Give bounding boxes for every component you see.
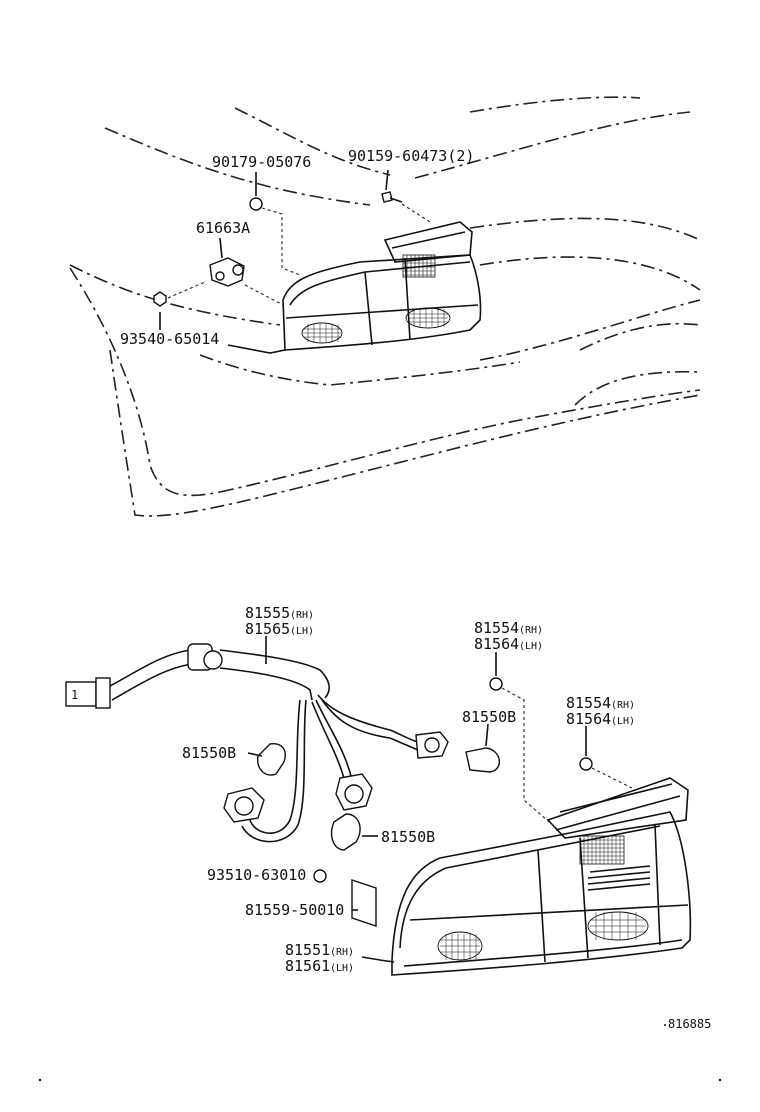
label-93510-63010: 93510-63010 bbox=[207, 866, 306, 884]
label-81564-upper-side: (LH) bbox=[519, 641, 543, 652]
corner-marks bbox=[38, 1024, 722, 1082]
label-81564-upper: 81564 bbox=[474, 635, 519, 653]
label-81550b-left: 81550B bbox=[182, 744, 236, 762]
label-81550b-mid: 81550B bbox=[462, 708, 516, 726]
socket-middle bbox=[335, 773, 373, 811]
label-81555-side: (RH) bbox=[290, 610, 314, 621]
label-81561-side: (LH) bbox=[330, 963, 354, 974]
label-81565-side: (LH) bbox=[290, 626, 314, 637]
tail-lamp-assembly-top bbox=[282, 221, 482, 351]
label-81559-50010: 81559-50010 bbox=[245, 901, 344, 919]
label-81550b-low: 81550B bbox=[381, 828, 435, 846]
gasket-81554-upper bbox=[489, 677, 503, 691]
label-90179-05076: 90179-05076 bbox=[212, 153, 311, 171]
label-81564-right: 81564 bbox=[566, 710, 611, 728]
label-81551: 81551 bbox=[285, 941, 330, 959]
bottom-leader-lines bbox=[247, 636, 633, 963]
screw-90159 bbox=[381, 191, 403, 203]
pad-81559 bbox=[351, 879, 377, 927]
label-93540-65014: 93540-65014 bbox=[120, 330, 219, 348]
connector-terminal-mark: 1 bbox=[71, 688, 78, 702]
label-81554-right: 81554 bbox=[566, 694, 611, 712]
socket-61663a bbox=[209, 257, 245, 287]
wire-harness: 1 bbox=[65, 643, 449, 843]
screw-93510 bbox=[313, 869, 327, 883]
label-81554-upper-side: (RH) bbox=[519, 625, 543, 636]
label-81554-right-side: (RH) bbox=[611, 700, 635, 711]
reference-code: 816885 bbox=[668, 1017, 711, 1031]
nut-90179 bbox=[249, 197, 263, 211]
top-leader-lines bbox=[159, 169, 431, 354]
label-90159-60473: 90159-60473(2) bbox=[348, 147, 474, 165]
socket-left bbox=[223, 787, 265, 823]
label-61663a: 61663A bbox=[196, 219, 250, 237]
tail-lamp-assembly-bottom bbox=[391, 777, 692, 976]
lamp-grille-top-lower bbox=[405, 307, 451, 329]
label-81555: 81555 bbox=[245, 604, 290, 622]
lamp-grille-bottom-upper bbox=[579, 835, 625, 865]
bulb-81550b-left bbox=[257, 743, 286, 776]
lamp-grille-top-upper bbox=[402, 254, 436, 278]
harness-connector bbox=[65, 681, 97, 707]
label-81561: 81561 bbox=[285, 957, 330, 975]
label-81554-upper: 81554 bbox=[474, 619, 519, 637]
gasket-81554-right bbox=[579, 757, 593, 771]
label-81551-side: (RH) bbox=[330, 947, 354, 958]
vehicle-body-outline bbox=[69, 96, 701, 517]
label-81565: 81565 bbox=[245, 620, 290, 638]
label-81564-right-side: (LH) bbox=[611, 716, 635, 727]
lamp-grille-bottom-lower bbox=[587, 911, 649, 941]
bulb-81550b-mid bbox=[465, 747, 500, 773]
socket-right bbox=[415, 731, 449, 759]
nut-93540 bbox=[153, 291, 167, 307]
lamp-grille-top-left bbox=[301, 322, 343, 344]
lamp-grille-bottom-left bbox=[437, 931, 483, 961]
bulb-81550b-low bbox=[330, 813, 361, 851]
